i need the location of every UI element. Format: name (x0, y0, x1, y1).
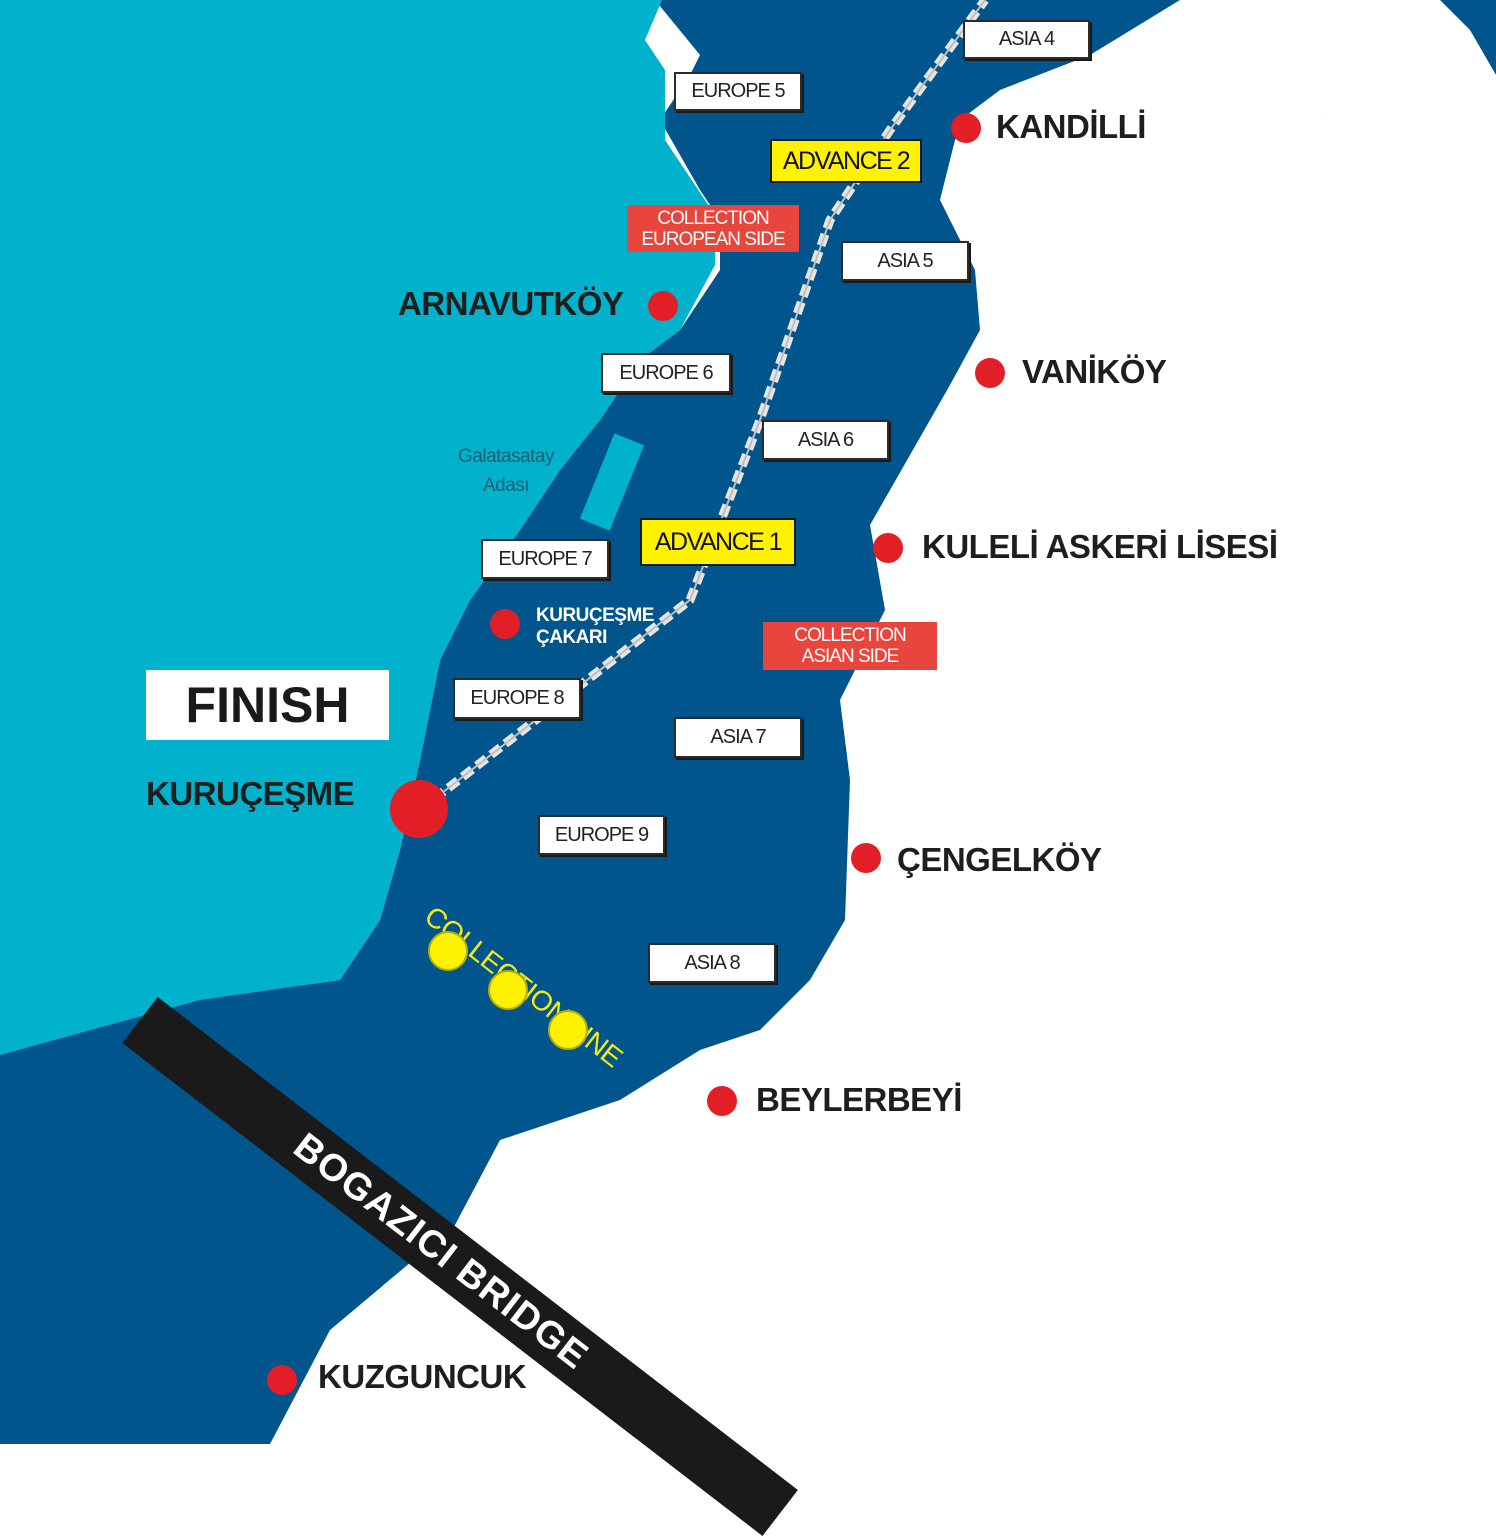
kurucesme-cakari-marker (490, 609, 520, 639)
place-kurucesme-cakari: KURUÇEŞME ÇAKARI (536, 605, 654, 648)
vanikoy-marker (975, 358, 1005, 388)
mark-europe-9: EUROPE 9 (538, 815, 665, 855)
place-kuzguncuk: KUZGUNCUK (318, 1358, 527, 1395)
kuzguncuk-marker (267, 1365, 297, 1395)
kandilli-marker (951, 113, 981, 143)
place-kurucesme: KURUÇEŞME (146, 775, 355, 812)
mark-asia-4: ASIA 4 (963, 20, 1090, 59)
mark-europe-5: EUROPE 5 (674, 72, 802, 111)
place-kuleli: KULELİ ASKERİ LİSESİ (922, 528, 1278, 565)
mark-asia-8: ASIA 8 (648, 943, 776, 983)
mark-europe-8: EUROPE 8 (453, 678, 581, 719)
place-beylerbeyi: BEYLERBEYİ (756, 1081, 962, 1118)
mark-europe-6: EUROPE 6 (601, 353, 731, 393)
asian-shore-north (1210, 0, 1496, 1444)
collection-asian-side: COLLECTION ASIAN SIDE (763, 622, 937, 670)
arnavutkoy-marker (648, 291, 678, 321)
galatasaray-island (579, 433, 645, 531)
place-kandilli: KANDİLLİ (996, 108, 1146, 145)
collection-european-side: COLLECTION EUROPEAN SIDE (627, 205, 799, 252)
mark-advance-2: ADVANCE 2 (770, 139, 922, 183)
island-label: Galatasatay Adası (458, 446, 554, 496)
place-cengelkoy: ÇENGELKÖY (897, 841, 1102, 878)
kurucesme-finish-marker (390, 780, 448, 838)
mark-asia-6: ASIA 6 (762, 420, 889, 460)
collection-buoy (488, 970, 528, 1010)
finish-label: FINISH (146, 670, 389, 740)
mark-asia-7: ASIA 7 (674, 717, 802, 758)
collection-buoy (428, 931, 468, 971)
place-arnavutkoy: ARNAVUTKÖY (398, 285, 624, 322)
place-vanikoy: VANİKÖY (1022, 353, 1167, 390)
european-shore-land (0, 0, 715, 1055)
cengelkoy-marker (851, 843, 881, 873)
race-route-edge (419, 0, 986, 811)
beylerbeyi-marker (707, 1086, 737, 1116)
mark-asia-5: ASIA 5 (841, 241, 969, 281)
collection-buoy (548, 1010, 588, 1050)
kuleli-marker (873, 533, 903, 563)
mark-europe-7: EUROPE 7 (481, 539, 609, 579)
mark-advance-1: ADVANCE 1 (640, 518, 796, 566)
